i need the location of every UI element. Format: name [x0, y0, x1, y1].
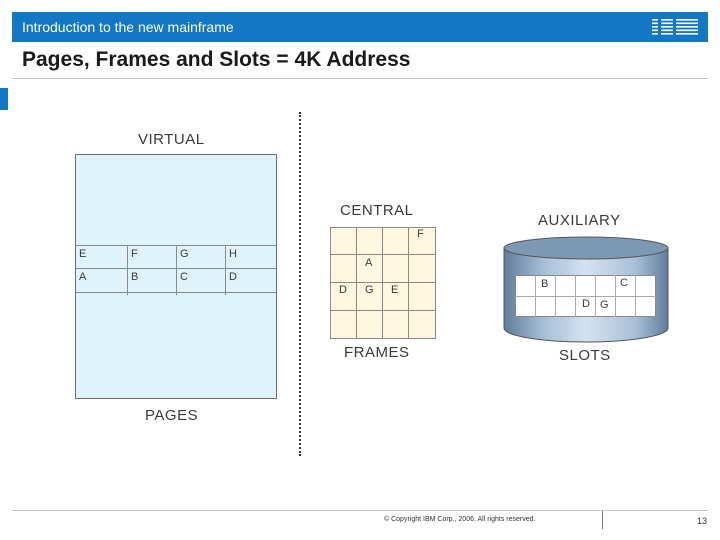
virtual-page-b: B — [131, 271, 139, 283]
page-number: 13 — [697, 516, 708, 526]
slot-grid-line — [515, 296, 656, 297]
title-divider — [12, 78, 708, 79]
copyright-notice: © Copyright IBM Corp., 2006. All rights … — [384, 516, 536, 523]
aux-slot-b: B — [541, 278, 549, 290]
footer-divider — [12, 510, 708, 511]
aux-slot-d: D — [582, 298, 590, 310]
virtual-page-a: A — [79, 271, 87, 283]
central-heading: CENTRAL — [340, 202, 414, 219]
central-frames-grid — [330, 227, 436, 339]
central-grid-line — [382, 227, 383, 339]
virtual-page-f: F — [131, 248, 138, 260]
virtual-cell-divider — [127, 245, 128, 295]
central-grid-line — [330, 310, 436, 311]
central-frame-g: G — [365, 284, 374, 296]
central-grid-line — [330, 282, 436, 283]
slide-title: Pages, Frames and Slots = 4K Address — [22, 48, 411, 71]
central-grid-line — [330, 254, 436, 255]
virtual-page-e: E — [79, 248, 87, 260]
frames-caption: FRAMES — [344, 344, 410, 361]
aux-slot-g: G — [600, 299, 609, 311]
aux-slot-c: C — [620, 277, 628, 289]
central-frame-f: F — [417, 228, 424, 240]
pages-caption: PAGES — [145, 407, 199, 424]
separator-dotted-line — [299, 112, 301, 456]
footer-separator — [602, 511, 603, 529]
ibm-logo — [652, 17, 698, 38]
virtual-page-d: D — [229, 271, 237, 283]
virtual-cell-divider — [225, 245, 226, 295]
virtual-page-g: G — [180, 248, 189, 260]
auxiliary-heading: AUXILIARY — [538, 212, 621, 229]
central-grid-line — [408, 227, 409, 339]
header-bar — [12, 12, 708, 42]
presentation-subtitle: Introduction to the new mainframe — [22, 19, 234, 35]
slots-caption: SLOTS — [559, 347, 611, 364]
virtual-page-c: C — [180, 271, 188, 283]
virtual-page-h: H — [229, 248, 237, 260]
central-frame-e: E — [391, 284, 399, 296]
side-accent-bar — [0, 88, 8, 110]
virtual-heading: VIRTUAL — [138, 131, 205, 148]
central-grid-line — [356, 227, 357, 339]
central-frame-d: D — [339, 284, 347, 296]
virtual-cell-divider — [176, 245, 177, 295]
central-frame-a: A — [365, 257, 373, 269]
